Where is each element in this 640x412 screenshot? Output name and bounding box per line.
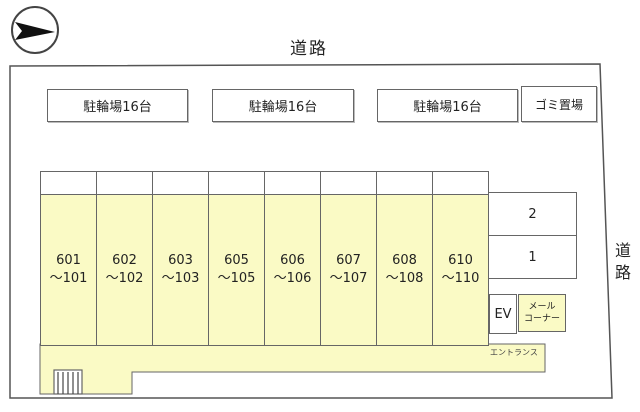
unit-number-upper: 602 [112,253,137,268]
balcony-4 [264,171,321,195]
unit-0: 601 ～101 [40,194,97,346]
unit-number-upper: 603 [168,253,193,268]
balcony-1 [96,171,153,195]
balcony-0 [40,171,97,195]
balcony-7 [432,171,489,195]
unit-number-lower: ～105 [217,271,256,286]
stairs-icon [53,369,83,395]
balcony-6 [376,171,433,195]
bicycle-parking-2: 駐輪場16台 [212,89,354,122]
unit-number-upper: 607 [336,253,361,268]
road-right-label-1: 道 [614,241,631,260]
corridor [39,343,546,395]
mail-corner: メール コーナー [518,294,566,332]
unit-7: 610 ～110 [432,194,489,346]
unit-number-upper: 605 [224,253,249,268]
unit-number-lower: ～103 [161,271,200,286]
unit-4: 606 ～106 [264,194,321,346]
unit-number-lower: ～107 [329,271,368,286]
unit-5: 607 ～107 [320,194,377,346]
unit-6: 608 ～108 [376,194,433,346]
unit-number-lower: ～110 [441,271,480,286]
bicycle-parking-1: 駐輪場16台 [47,89,188,122]
unit-2: 603 ～103 [152,194,209,346]
bicycle-parking-3: 駐輪場16台 [377,89,518,122]
elevator: EV [489,294,517,334]
entrance-label: エントランス [490,348,538,357]
unit-1: 602 ～102 [96,194,153,346]
unit-number-lower: ～108 [385,271,424,286]
parking-space-1: 1 [488,235,577,279]
road-top-label: 道路 [290,39,328,59]
unit-number-upper: 610 [448,253,473,268]
unit-number-lower: ～102 [105,271,144,286]
unit-number-lower: ～106 [273,271,312,286]
mail-corner-line1: メール [528,302,556,312]
unit-number-lower: ～101 [49,271,88,286]
unit-number-upper: 606 [280,253,305,268]
parking-space-2: 2 [488,192,577,236]
balcony-5 [320,171,377,195]
unit-number-upper: 608 [392,253,417,268]
road-right-label-2: 路 [614,263,631,282]
unit-3: 605 ～105 [208,194,265,346]
north-arrow-icon [11,6,59,54]
unit-number-upper: 601 [56,253,81,268]
mail-corner-line2: コーナー [523,314,560,324]
balcony-2 [152,171,209,195]
garbage-area: ゴミ置場 [521,86,597,122]
balcony-3 [208,171,265,195]
